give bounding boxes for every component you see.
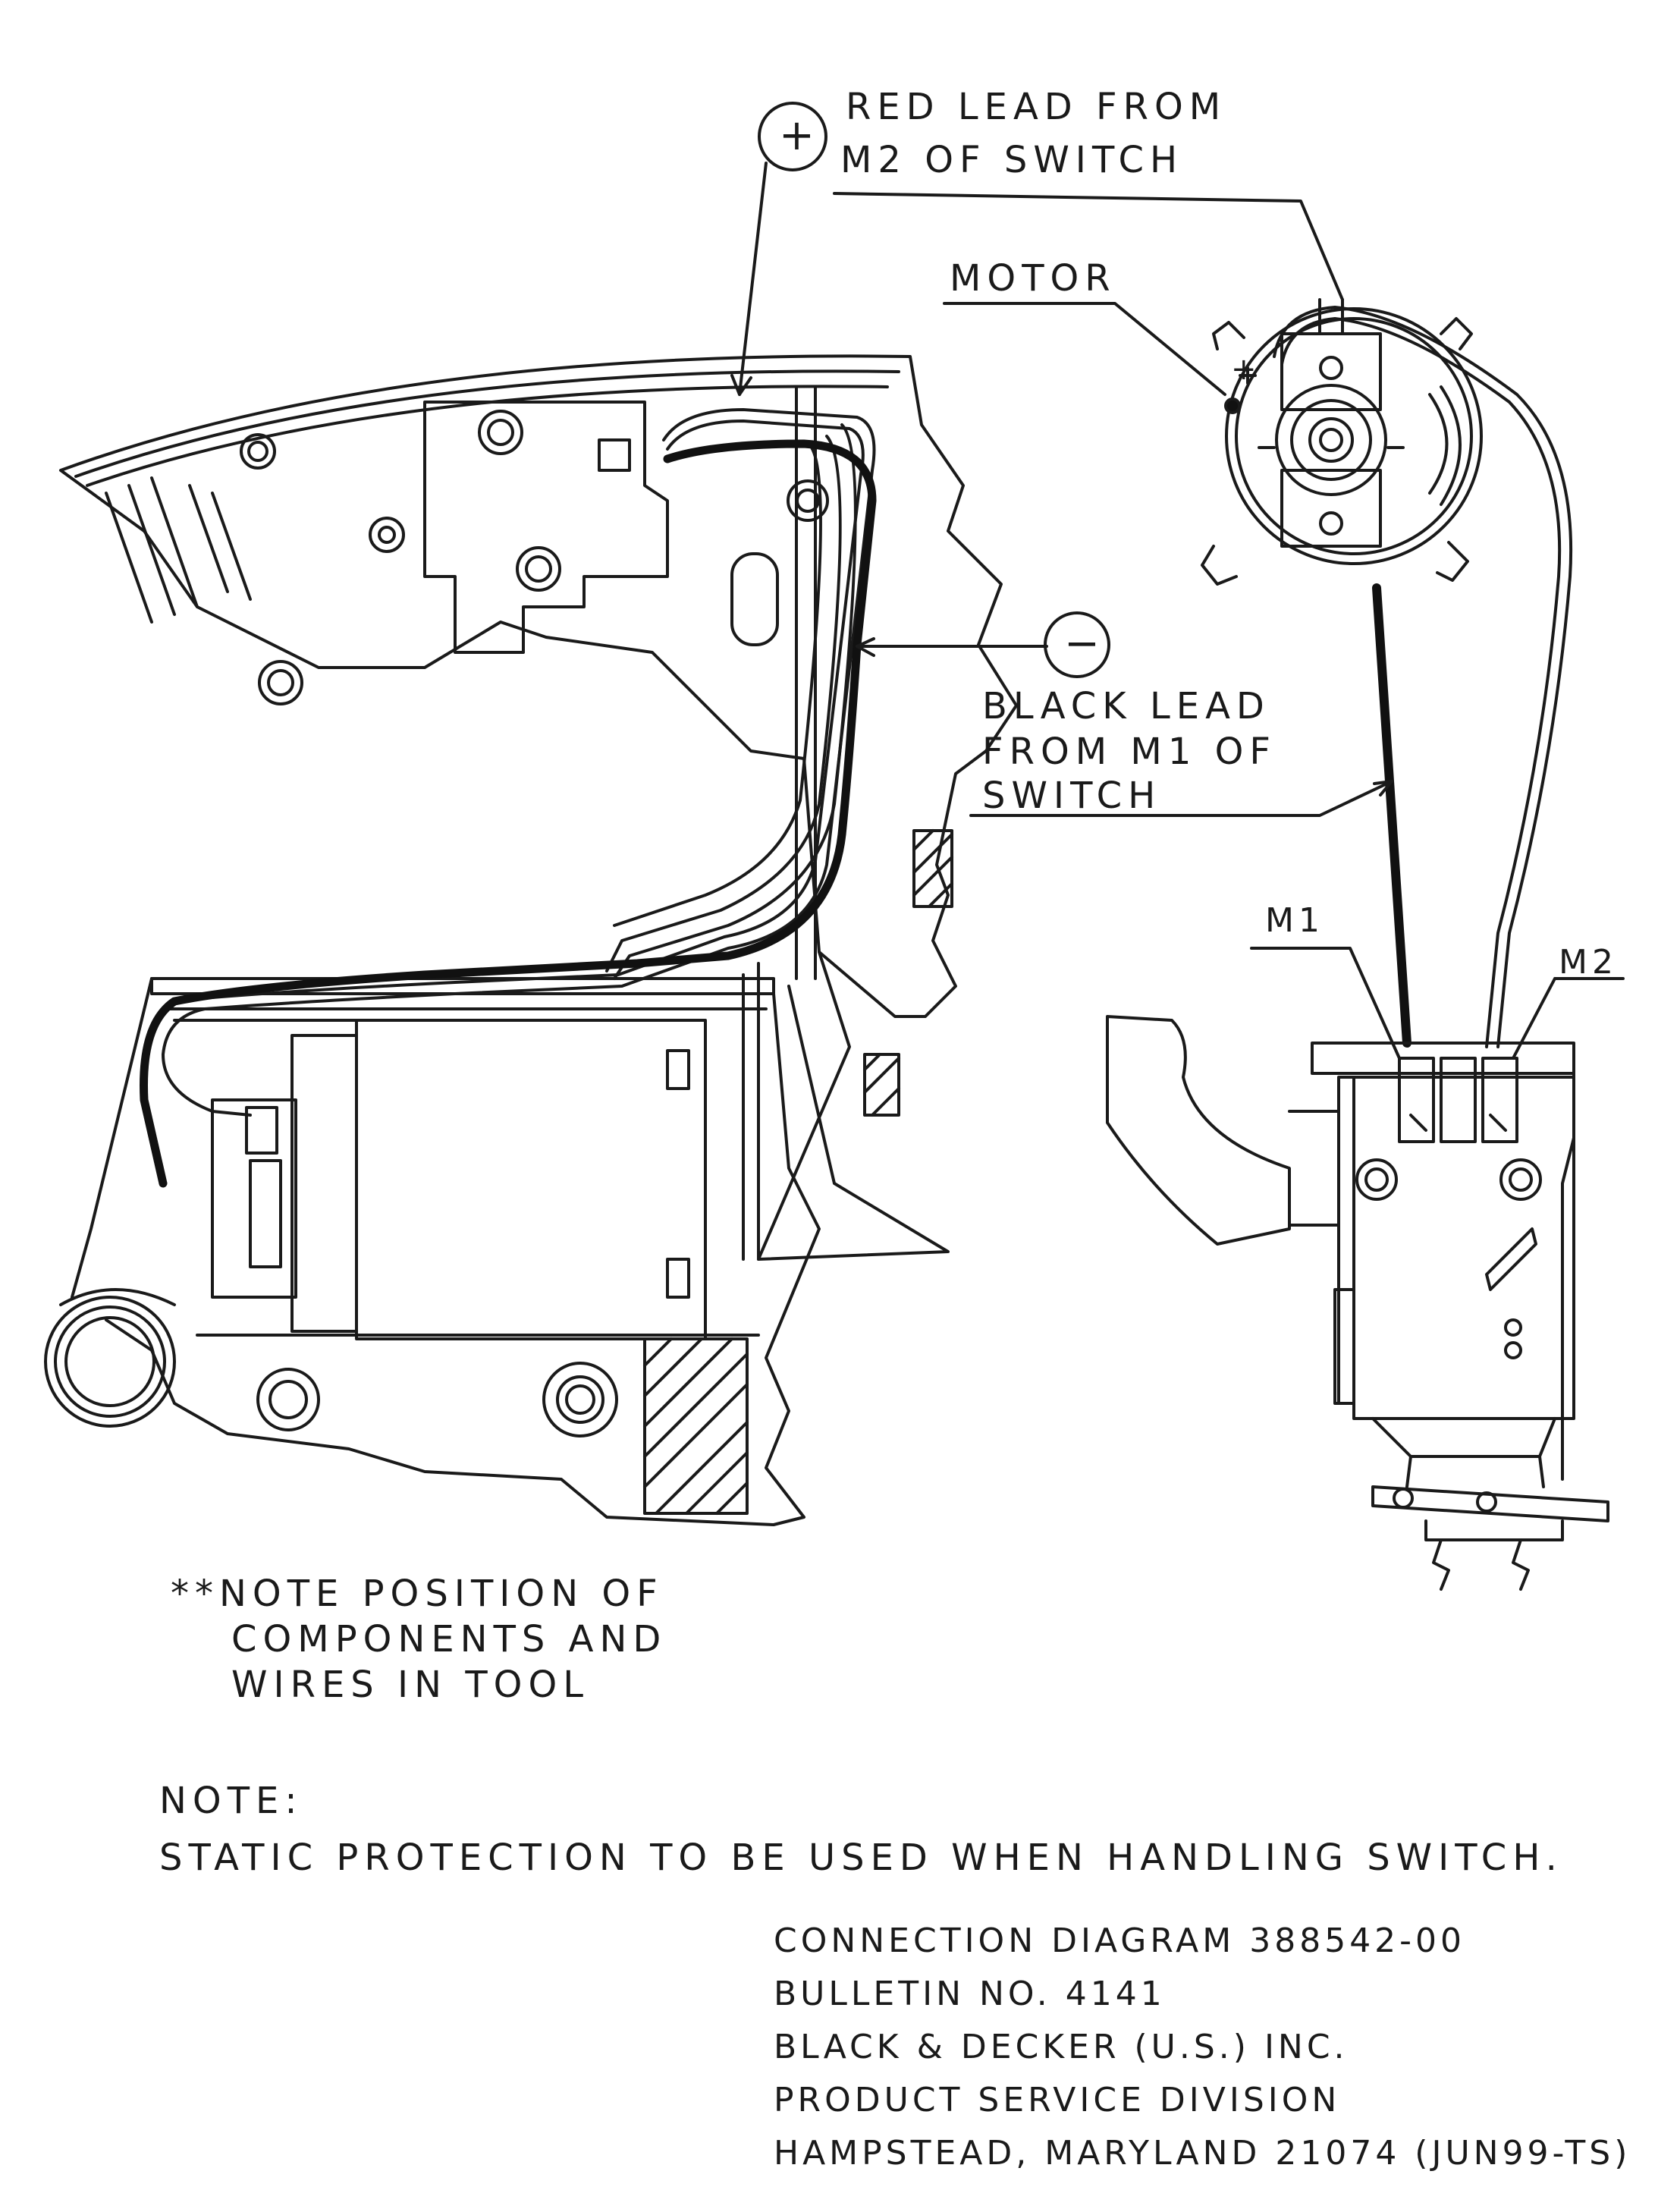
red-lead-label-line1: RED LEAD FROM [846,86,1227,128]
motor-label: MOTOR [950,257,1116,300]
red-lead-symbol: + [779,111,815,160]
callout-leaders [730,102,1625,1060]
motor-drawing [1201,298,1573,1048]
static-note-heading: NOTE: [159,1780,303,1822]
title-block-line1: CONNECTION DIAGRAM 388542-00 [774,1921,1466,1960]
tool-wires [140,408,877,1188]
title-block-line2: BULLETIN NO. 4141 [774,1975,1166,2013]
title-block-line5: HAMPSTEAD, MARYLAND 21074 (JUN99-TS) [774,2134,1631,2173]
black-lead-label-line2: FROM M1 OF [982,731,1277,773]
red-lead-label-line2: M2 OF SWITCH [840,139,1184,181]
title-block-line3: BLACK & DECKER (U.S.) INC. [774,2028,1349,2066]
switch-drawing [1106,1015,1609,1591]
position-note-line2: COMPONENTS AND [231,1618,667,1661]
position-note-line1: **NOTE POSITION OF [171,1573,664,1615]
black-lead-label-line3: SWITCH [982,775,1162,817]
black-lead-label-line1: BLACK LEAD [982,685,1270,727]
black-lead-symbol: − [1064,619,1100,668]
red-lead-symbol-circle [758,102,827,171]
title-block-line4: PRODUCT SERVICE DIVISION [774,2081,1341,2119]
m1-terminal-label: M1 [1265,901,1324,940]
position-note-line3: WIRES IN TOOL [231,1664,589,1706]
tool-housing [44,354,1018,1526]
motor-plus-sign: + [1231,352,1257,387]
static-note-text: STATIC PROTECTION TO BE USED WHEN HANDLI… [159,1837,1563,1879]
m2-terminal-label: M2 [1559,943,1618,982]
